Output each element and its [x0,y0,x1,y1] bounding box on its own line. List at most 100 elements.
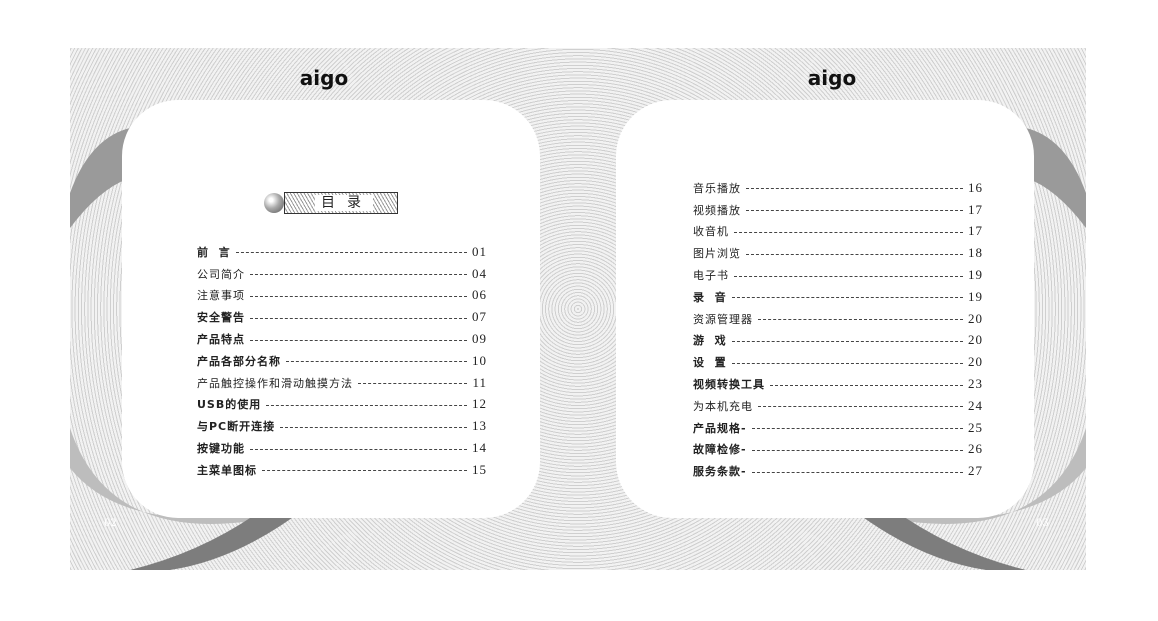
toc-dot-leader [731,297,963,299]
toc-entry: 产品规格- 25 [693,417,983,439]
toc-entry-label: 注意事项 [197,289,245,303]
toc-entry: 主菜单图标 15 [197,459,487,481]
toc-entry-label: USB的使用 [197,398,262,412]
toc-entry-label: 服务条款- [693,465,747,479]
toc-entry-page-number: 25 [968,419,983,435]
toc-dot-leader [250,274,467,276]
toc-dot-leader [770,384,963,386]
toc-entry-page-number: 01 [472,243,487,259]
toc-entry: 故障检修-26 [693,439,983,461]
toc-dot-leader [280,426,467,428]
toc-entry-page-number: 20 [968,332,983,348]
toc-entry: 安全警告 07 [197,306,487,328]
toc-dot-leader [262,470,467,472]
toc-entry: 服务条款- 27 [693,460,983,482]
title-frame: 目录 [284,192,398,214]
toc-entry-page-number: 20 [968,354,983,370]
toc-entry-page-number: 16 [968,179,983,195]
toc-entry-label: 主菜单图标 [197,463,257,477]
toc-entry-label: 产品触控操作和滑动触摸方法 [197,376,353,390]
toc-dot-leader [731,362,963,364]
toc-title-banner: 目录 [264,192,400,214]
toc-dot-leader [734,231,963,233]
toc-entry-page-number: 04 [472,265,487,281]
toc-entry: 注意事项 06 [197,285,487,307]
toc-dot-leader [250,317,467,319]
toc-dot-leader [235,252,467,254]
toc-dot-leader [731,340,963,342]
toc-entry: 产品特点 09 [197,328,487,350]
toc-entry-label: 资源管理器 [693,312,753,326]
toc-entry-page-number: 19 [968,267,983,283]
toc-entry: 资源管理器 20 [693,308,983,330]
toc-entry-label: 游 戏 [693,334,727,348]
toc-entry-page-number: 18 [968,245,983,261]
toc-entry: 公司简介 04 [197,263,487,285]
toc-entry-page-number: 14 [472,440,487,456]
toc-entry-page-number: 09 [472,331,487,347]
toc-entry-page-number: 17 [968,223,983,239]
toc-dot-leader [751,449,963,451]
toc-entry-label: 为本机充电 [693,399,753,413]
toc-dot-leader [734,275,963,277]
toc-entry-label: 公司简介 [197,267,245,281]
manual-spread: aigo 目录 前 言 01 公司简介 04 注意事项 06 安全警告 07 产品特点 09 产品各… [70,48,1086,570]
toc-entry-label: 故障检修- [693,443,747,457]
toc-entry-page-number: 13 [472,418,487,434]
toc-entry-label: 图片浏览 [693,247,741,261]
toc-dot-leader [758,406,963,408]
toc-entry: 产品触控操作和滑动触摸方法 11 [197,372,487,394]
toc-entry-label: 音乐播放 [693,181,741,195]
left-page: aigo 目录 前 言 01 公司简介 04 注意事项 06 安全警告 07 产品特点 09 产品各… [70,48,578,570]
toc-dot-leader [746,253,963,255]
toc-dot-leader [358,383,468,385]
page-number-left: 02 [104,518,117,529]
toc-entry-page-number: 11 [472,374,487,390]
toc-entry: 音乐播放 16 [693,177,983,199]
toc-entry-label: 视频转换工具 [693,378,765,392]
toc-entry-page-number: 27 [968,463,983,479]
toc-entry: 按键功能 14 [197,437,487,459]
toc-entry-page-number: 23 [968,376,983,392]
toc-entry: 视频转换工具 23 [693,373,983,395]
toc-entry-label: 录 音 [693,290,727,304]
toc-entry-label: 按键功能 [197,442,245,456]
toc-entry-label: 产品特点 [197,333,245,347]
toc-entry-page-number: 06 [472,287,487,303]
toc-dot-leader [250,295,467,297]
toc-entry-page-number: 19 [968,288,983,304]
toc-entry: USB的使用 12 [197,394,487,416]
toc-entry-label: 设 置 [693,356,727,370]
toc-entry: 收音机 17 [693,221,983,243]
toc-entry-label: 安全警告 [197,311,245,325]
toc-dot-leader [746,188,963,190]
toc-entry-page-number: 24 [968,397,983,413]
toc-entry: 图片浏览 18 [693,242,983,264]
toc-dot-leader [250,339,467,341]
toc-entry-label: 前 言 [197,245,231,259]
toc-entry: 游 戏 20 [693,330,983,352]
toc-entry: 录 音 19 [693,286,983,308]
toc-dot-leader [751,428,963,430]
toc-entry-page-number: 15 [472,461,487,477]
toc-dot-leader [758,319,963,321]
toc-entry: 设 置 20 [693,351,983,373]
toc-entry-page-number: 17 [968,201,983,217]
toc-dot-leader [266,404,467,406]
toc-entry-label: 产品规格- [693,421,747,435]
toc-dot-leader [250,448,467,450]
toc-entry-label: 视频播放 [693,203,741,217]
toc-entry-page-number: 07 [472,309,487,325]
toc-entry-page-number: 20 [968,310,983,326]
toc-entry-page-number: 12 [472,396,487,412]
toc-entry-label: 收音机 [693,225,729,239]
aigo-logo: aigo [299,66,349,90]
aigo-logo: aigo [807,66,857,90]
